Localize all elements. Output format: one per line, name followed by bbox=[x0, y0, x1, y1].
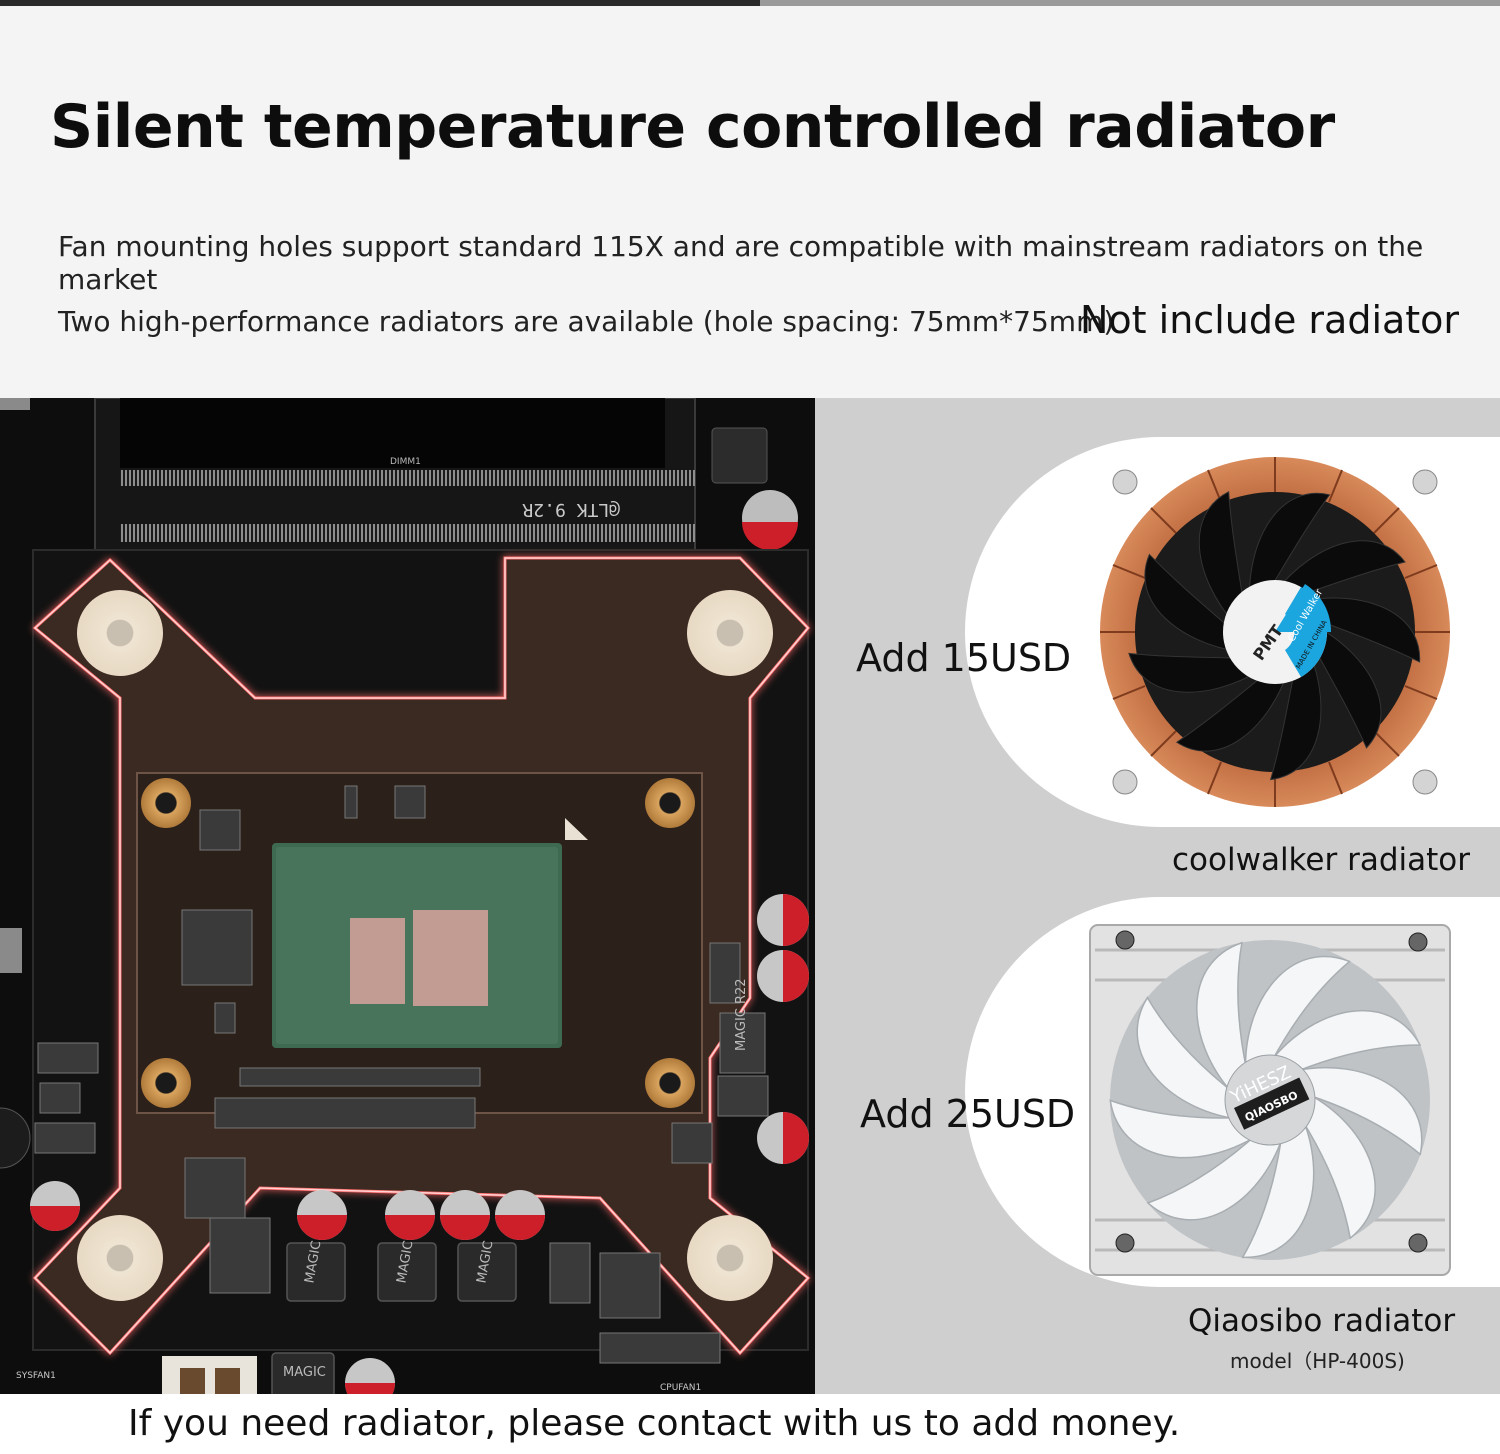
qiaosibo-price: Add 25USD bbox=[860, 1092, 1076, 1136]
svg-text:MAGIC: MAGIC bbox=[394, 1240, 416, 1285]
svg-text:CPUFAN1: CPUFAN1 bbox=[660, 1383, 701, 1393]
qiaosibo-label: Qiaosibo radiator bbox=[1188, 1303, 1456, 1339]
svg-text:MAGIC: MAGIC bbox=[302, 1240, 324, 1285]
description-line-2: Two high-performance radiators are avail… bbox=[58, 305, 1115, 338]
svg-text:SYSFAN1: SYSFAN1 bbox=[16, 1371, 56, 1381]
coolwalker-label: coolwalker radiator bbox=[1172, 842, 1470, 878]
svg-text:MAGIC: MAGIC bbox=[283, 1365, 326, 1380]
motherboard-photo: @LTK 9.2R DIMM1 bbox=[0, 398, 815, 1394]
coolwalker-price: Add 15USD bbox=[856, 636, 1072, 680]
svg-text:DIMM1: DIMM1 bbox=[390, 457, 421, 467]
page-title: Silent temperature controlled radiator bbox=[50, 92, 1335, 162]
svg-text:MAGIC R22: MAGIC R22 bbox=[734, 978, 749, 1051]
footer-bar bbox=[0, 1394, 1500, 1454]
footer-text: If you need radiator, please contact wit… bbox=[128, 1403, 1181, 1444]
top-strip bbox=[0, 0, 1500, 6]
description-line-1: Fan mounting holes support standard 115X… bbox=[58, 230, 1424, 296]
svg-text:@LTK 9.2R: @LTK 9.2R bbox=[522, 499, 620, 520]
not-included-note: Not include radiator bbox=[1080, 298, 1460, 342]
svg-text:MAGIC: MAGIC bbox=[474, 1240, 496, 1285]
copper-fan-photo: PMT Cool Walker MADE IN CHINA bbox=[1100, 457, 1450, 807]
qiaosibo-model: model（HP-400S) bbox=[1230, 1349, 1405, 1373]
silver-fan-photo: YiHESZ QIAOSBO bbox=[1089, 924, 1451, 1276]
